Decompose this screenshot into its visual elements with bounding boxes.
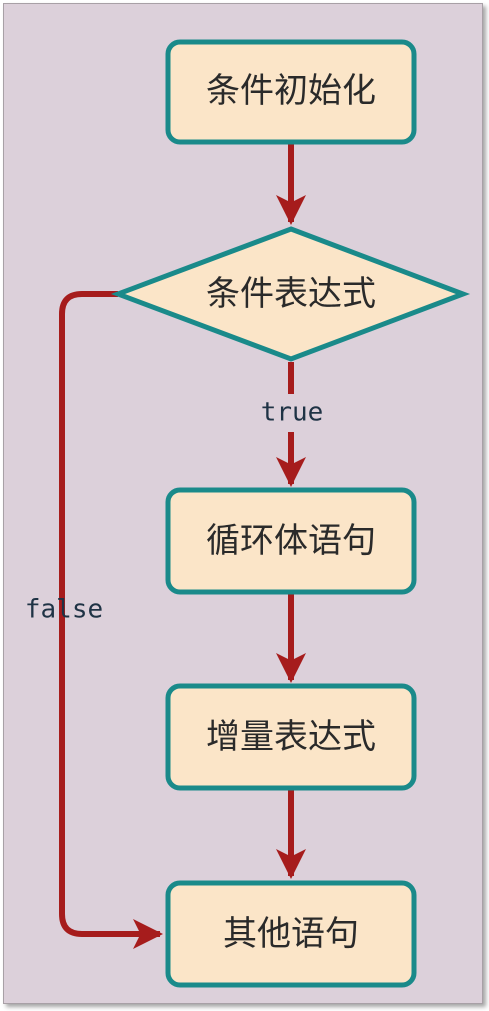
node-init-label: 条件初始化	[206, 71, 376, 111]
node-condition-label: 条件表达式	[206, 274, 376, 314]
edge-label-true: true	[261, 398, 324, 428]
node-body-label: 循环体语句	[206, 521, 376, 561]
node-condition: 条件表达式	[110, 226, 471, 362]
edge-false-to-other	[59, 291, 163, 949]
node-init: 条件初始化	[165, 39, 417, 145]
node-increment: 增量表达式	[165, 683, 417, 791]
node-other-label: 其他语句	[223, 914, 359, 954]
node-increment-label: 增量表达式	[206, 717, 376, 757]
node-other: 其他语句	[165, 880, 417, 988]
node-body: 循环体语句	[165, 487, 417, 595]
edge-label-false: false	[25, 595, 103, 625]
edges	[59, 142, 306, 949]
